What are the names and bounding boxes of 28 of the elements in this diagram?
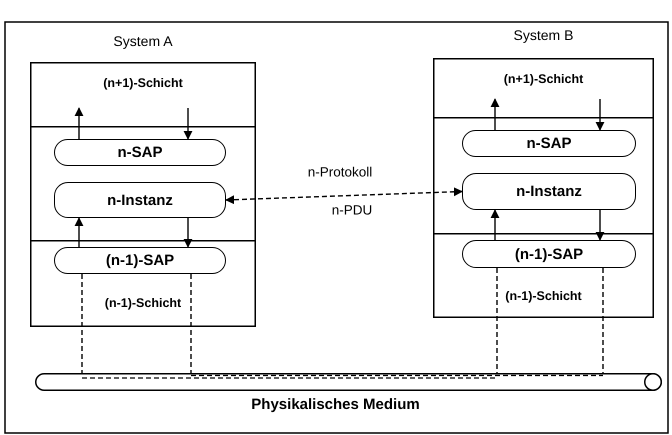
system-heading: System B [514, 27, 574, 43]
layer-label: (n-1)-Schicht [104, 296, 182, 310]
layer-label: (n+1)-Schicht [103, 76, 183, 90]
arrow [596, 210, 604, 241]
arrow [225, 187, 463, 204]
medium-label: Physikalisches Medium [251, 396, 420, 413]
rounded-box: n-SAP [54, 139, 226, 166]
arrow [596, 99, 604, 131]
system-heading: System A [113, 33, 173, 49]
connector-line [81, 274, 83, 373]
rounded-box: n-Instanz [54, 182, 226, 218]
connector-line [496, 268, 498, 373]
rounded-box: (n-1)-SAP [462, 240, 636, 268]
arrow [490, 209, 500, 240]
arrow [74, 217, 84, 247]
connector-line [602, 268, 604, 373]
arrow [490, 98, 500, 130]
arrow [184, 108, 192, 140]
protocol-label: n-PDU [330, 202, 374, 218]
rounded-box: n-Instanz [462, 173, 636, 210]
rounded-box: n-SAP [462, 130, 636, 157]
layer-label: (n-1)-Schicht [505, 289, 582, 303]
edge-label: n-Protokoll [306, 164, 374, 180]
connector-line [190, 274, 192, 373]
layer-label: (n+1)-Schicht [504, 72, 584, 86]
arrow [184, 218, 192, 248]
arrow [74, 107, 84, 139]
rounded-box: (n-1)-SAP [54, 247, 226, 274]
